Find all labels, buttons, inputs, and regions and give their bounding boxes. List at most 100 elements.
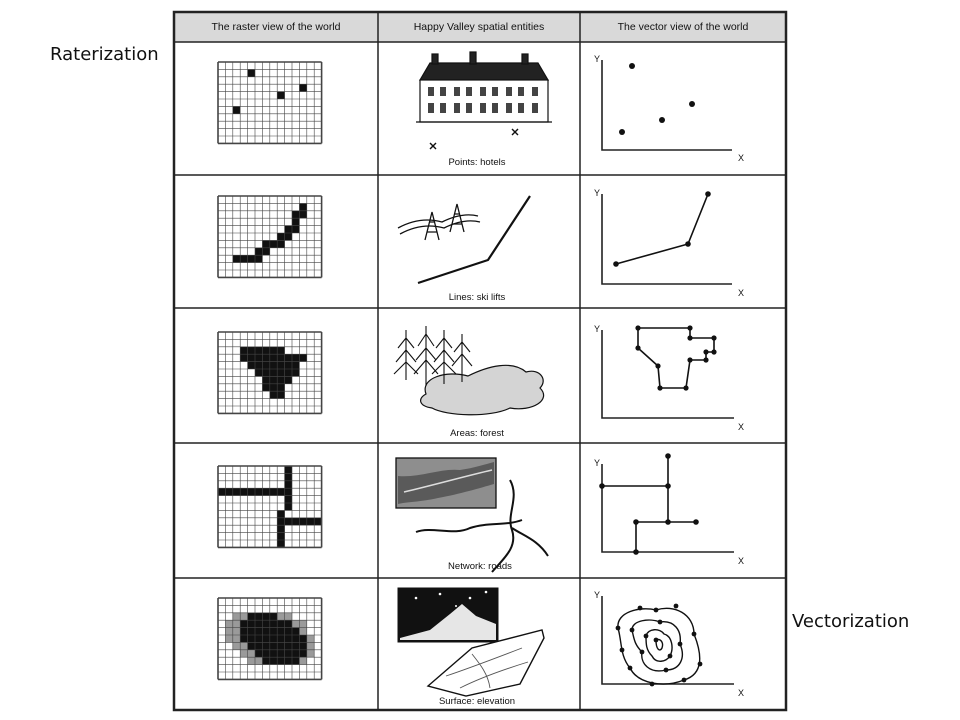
raster-cell-lines [240,255,248,263]
vector-axis-labels: Y X Y X Y X Y X Y X [594,54,744,698]
raster-cell-surface [247,649,255,658]
raster-cell-areas [262,383,270,392]
raster-cell-surface [269,649,278,658]
raster-cell-surface [292,627,300,635]
raster-cell-surface [284,642,292,650]
y-axis-label: Y [594,324,600,334]
raster-cell-surface [255,627,263,635]
raster-cell-surface [255,635,263,643]
raster-cell-network [255,488,263,496]
raster-cell-points [299,84,307,92]
raster-cell-network [284,517,292,526]
raster-cell-surface [277,642,285,650]
raster-cell-surface [225,635,233,643]
raster-cell-areas [247,346,255,355]
raster-cell-surface [240,642,248,650]
raster-cell-areas [269,354,278,362]
raster-cell-surface [225,627,233,635]
raster-cell-surface [277,620,285,628]
raster-cell-lines [299,203,307,211]
raster-cell-areas [255,346,263,355]
raster-cell-areas [269,376,278,384]
raster-cell-lines [262,247,270,256]
raster-cell-network [284,488,292,496]
raster-cell-areas [269,391,278,399]
y-axis-label: Y [594,54,600,64]
raster-cell-areas [262,346,270,355]
raster-cell-surface [284,649,292,658]
raster-cell-surface [262,627,270,635]
raster-cell-surface [269,657,278,665]
raster-cell-surface [292,642,300,650]
raster-cell-surface [299,649,307,658]
raster-grid-lines [217,195,323,279]
raster-cell-network [247,488,255,496]
raster-cell-network [240,488,248,496]
raster-cell-lines [255,255,263,263]
raster-cell-network [269,488,278,496]
raster-cell-network [314,517,322,526]
raster-cell-areas [255,369,263,377]
hotel-illustration [416,51,552,150]
raster-cell-lines [269,240,278,248]
raster-cell-surface [284,620,292,628]
raster-cell-surface [292,620,300,628]
raster-cell-surface [284,657,292,665]
raster-cell-areas [262,361,270,369]
raster-cell-surface [292,635,300,643]
raster-cell-areas [240,346,248,355]
raster-cell-areas [262,354,270,362]
y-axis-label: Y [594,188,600,198]
raster-cell-surface [232,612,241,621]
raster-cell-surface [299,657,307,665]
x-axis-label: X [738,422,744,432]
raster-cell-surface [299,627,307,635]
raster-cell-surface [255,649,263,658]
raster-cell-surface [240,620,248,628]
vector-contours [615,603,703,687]
raster-cell-areas [269,383,278,392]
raster-cell-surface [240,649,248,658]
raster-grid-points [217,61,323,145]
raster-cell-surface [240,635,248,643]
raster-cell-surface [306,649,315,658]
raster-cell-areas [269,346,278,355]
raster-cell-network [277,517,285,526]
raster-cell-network [306,517,315,526]
raster-cell-network [277,510,285,518]
raster-cell-areas [255,354,263,362]
raster-cell-surface [269,612,278,621]
raster-cell-network [225,488,233,496]
raster-cell-network [284,480,292,489]
entity-label-lines: Lines: ski lifts [449,292,506,303]
raster-cell-network [218,488,226,496]
entity-label-surface: Surface: elevation [439,696,515,707]
y-axis-label: Y [594,458,600,468]
x-axis-label: X [738,288,744,298]
raster-cell-areas [277,354,285,362]
entity-label-points: Points: hotels [448,157,505,168]
raster-cell-network [284,495,292,503]
raster-cell-lines [232,255,241,263]
x-axis-label: X [738,153,744,163]
raster-cell-network [277,532,285,540]
raster-cell-surface [277,612,285,621]
raster-cell-points [277,91,285,99]
raster-cell-surface [232,642,241,650]
y-axis-label: Y [594,590,600,600]
raster-cell-areas [292,369,300,377]
raster-cell-surface [225,620,233,628]
forest-illustration [393,326,545,416]
column-header-entities: Happy Valley spatial entities [414,21,545,33]
raster-cell-surface [284,612,292,621]
raster-cell-areas [292,354,300,362]
raster-cell-surface [247,612,255,621]
raster-cell-surface [247,627,255,635]
vector-polygon [635,325,717,391]
raster-cell-areas [277,391,285,399]
raster-cell-surface [262,657,270,665]
raster-cell-network [232,488,241,496]
column-header-vector: The vector view of the world [618,21,749,33]
vector-points [619,63,695,135]
raster-cell-surface [247,635,255,643]
